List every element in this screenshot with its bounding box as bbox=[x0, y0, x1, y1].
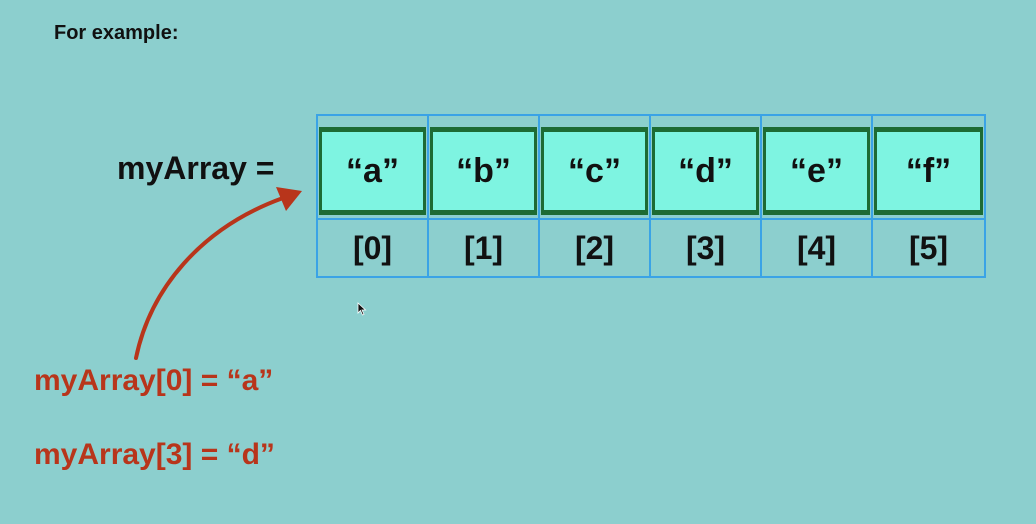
array-cell-3: “d” bbox=[651, 116, 762, 220]
index-cell-3: [3] bbox=[651, 220, 762, 276]
array-value-0: “a” bbox=[319, 127, 426, 215]
array-diagram: “a” “b” “c” “d” “e” “f” [0] [1] [2] [3] … bbox=[316, 114, 986, 278]
arrow-curve bbox=[134, 196, 285, 360]
index-cell-5: [5] bbox=[873, 220, 984, 276]
example-line-1: myArray[3] = “d” bbox=[34, 438, 275, 471]
intro-heading: For example: bbox=[54, 22, 179, 44]
array-value-3: “d” bbox=[652, 127, 759, 215]
index-cell-4: [4] bbox=[762, 220, 873, 276]
array-value-1: “b” bbox=[430, 127, 537, 215]
arrowhead-icon bbox=[276, 187, 302, 211]
array-index-2: [2] bbox=[574, 229, 615, 266]
array-index-0: [0] bbox=[352, 229, 393, 266]
array-index-4: [4] bbox=[796, 229, 837, 266]
array-value-5: “f” bbox=[874, 127, 983, 215]
array-index-3: [3] bbox=[685, 229, 726, 266]
array-cell-0: “a” bbox=[318, 116, 429, 220]
array-cell-4: “e” bbox=[762, 116, 873, 220]
array-index-1: [1] bbox=[463, 229, 504, 266]
example-line-0: myArray[0] = “a” bbox=[34, 364, 274, 397]
array-value-4: “e” bbox=[763, 127, 870, 215]
array-cell-5: “f” bbox=[873, 116, 984, 220]
index-cell-2: [2] bbox=[540, 220, 651, 276]
array-value-2: “c” bbox=[541, 127, 648, 215]
mouse-cursor-icon bbox=[357, 302, 367, 316]
array-label: myArray = bbox=[117, 150, 275, 186]
index-cell-0: [0] bbox=[318, 220, 429, 276]
array-index-5: [5] bbox=[908, 229, 949, 266]
array-cell-1: “b” bbox=[429, 116, 540, 220]
index-cell-1: [1] bbox=[429, 220, 540, 276]
array-cell-2: “c” bbox=[540, 116, 651, 220]
